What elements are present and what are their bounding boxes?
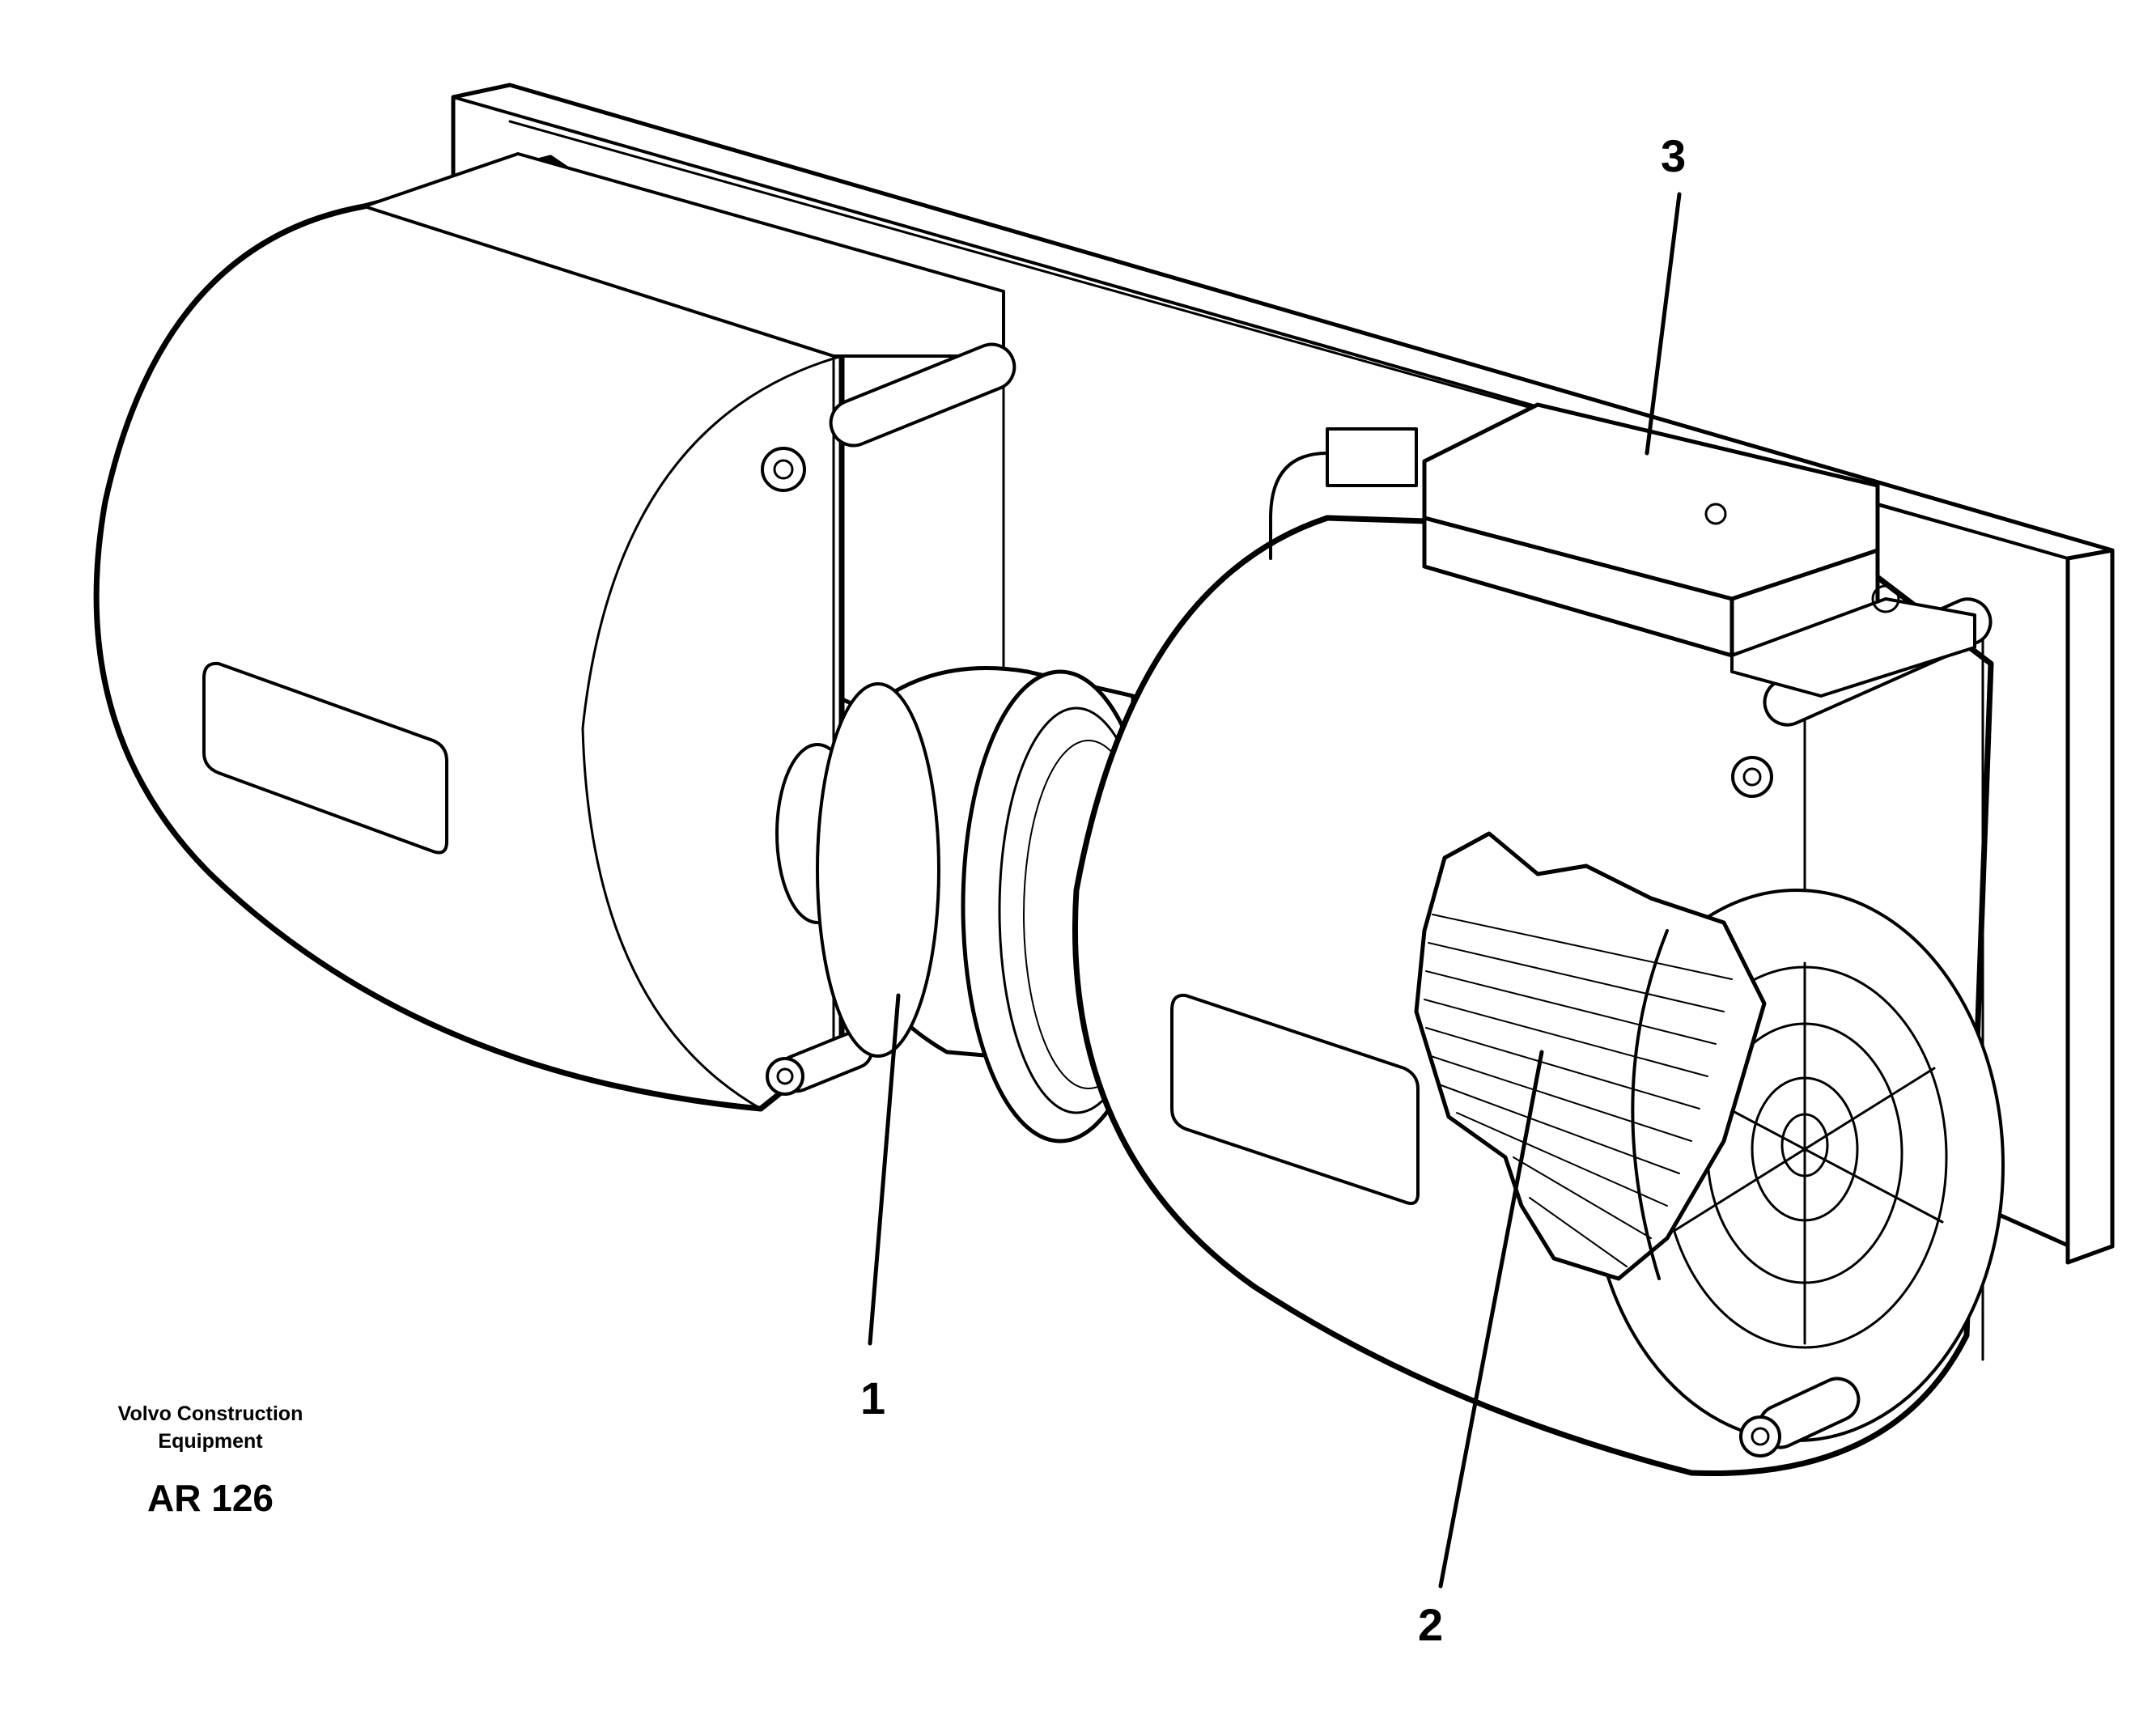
- callout-3: 3: [1661, 130, 1687, 181]
- company-name-line1: Volvo Construction: [117, 1402, 303, 1425]
- leader-line-3: [1645, 192, 1682, 456]
- leader-lines: [868, 192, 1682, 1589]
- fan-wheel-cutaway: [1414, 831, 1767, 1281]
- left-blower-housing: [93, 152, 1016, 1112]
- drawing-code: AR 126: [147, 1477, 274, 1519]
- leader-line-2: [1438, 1050, 1544, 1589]
- leader-line-1: [868, 993, 901, 1346]
- drawing-footer: Volvo Construction Equipment AR 126: [89, 1400, 332, 1520]
- company-name-line2: Equipment: [158, 1430, 263, 1453]
- switch-box: [1269, 402, 1976, 698]
- callout-1: 1: [860, 1373, 886, 1424]
- callout-2: 2: [1418, 1599, 1444, 1650]
